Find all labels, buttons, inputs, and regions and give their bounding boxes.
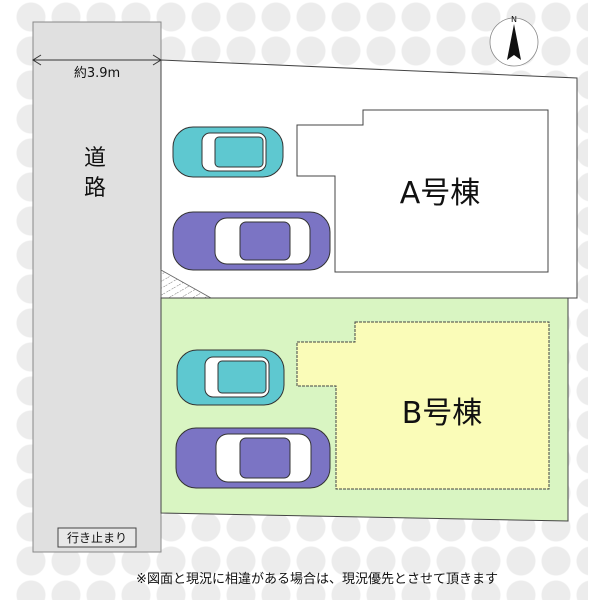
dead-end-box: [57, 527, 137, 548]
road-label-1: 道: [84, 146, 106, 171]
disclaimer-note: ※図面と現況に相違がある場合は、現況優先とさせて頂きます: [136, 572, 498, 587]
sedan-b: [175, 427, 331, 489]
compact-car-b: [176, 349, 285, 406]
building-b: [296, 321, 550, 490]
road-label-2: 路: [84, 176, 106, 201]
svg-text:N: N: [511, 15, 517, 24]
building-a: [296, 109, 549, 273]
dead-end-label: 行き止まり: [67, 531, 127, 545]
building-a-label: A号棟: [400, 176, 481, 211]
road-width-label: 約3.9m: [74, 66, 120, 81]
compass-icon: N: [489, 15, 539, 67]
building-b-label: B号棟: [402, 396, 483, 431]
road: [32, 21, 162, 553]
compact-car-a: [172, 126, 284, 178]
sedan-a: [172, 211, 331, 271]
